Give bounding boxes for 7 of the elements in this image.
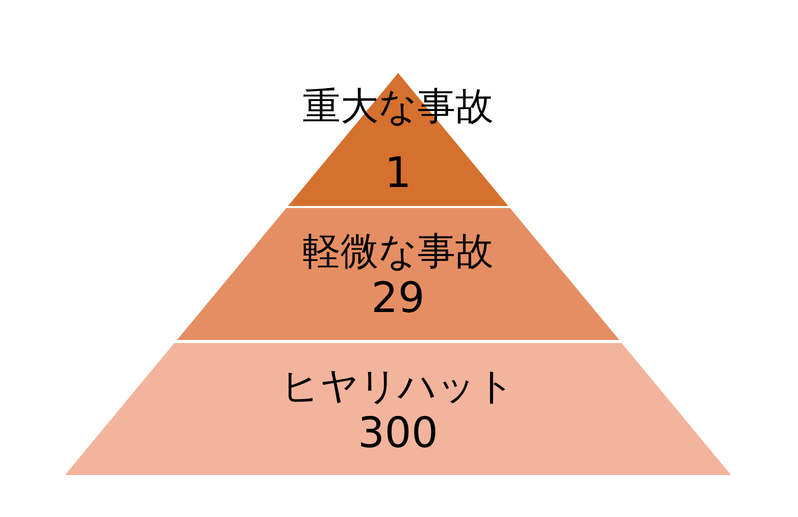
tier-title: ヒヤリハット [281,364,515,408]
tier-title: 軽微な事故 [302,228,494,272]
pyramid-bottom-tier [65,343,731,475]
tier-count: 1 [384,151,412,195]
pyramid-middle-tier [176,208,620,340]
tier-count: 300 [358,410,438,454]
tier-count: 29 [371,276,425,320]
